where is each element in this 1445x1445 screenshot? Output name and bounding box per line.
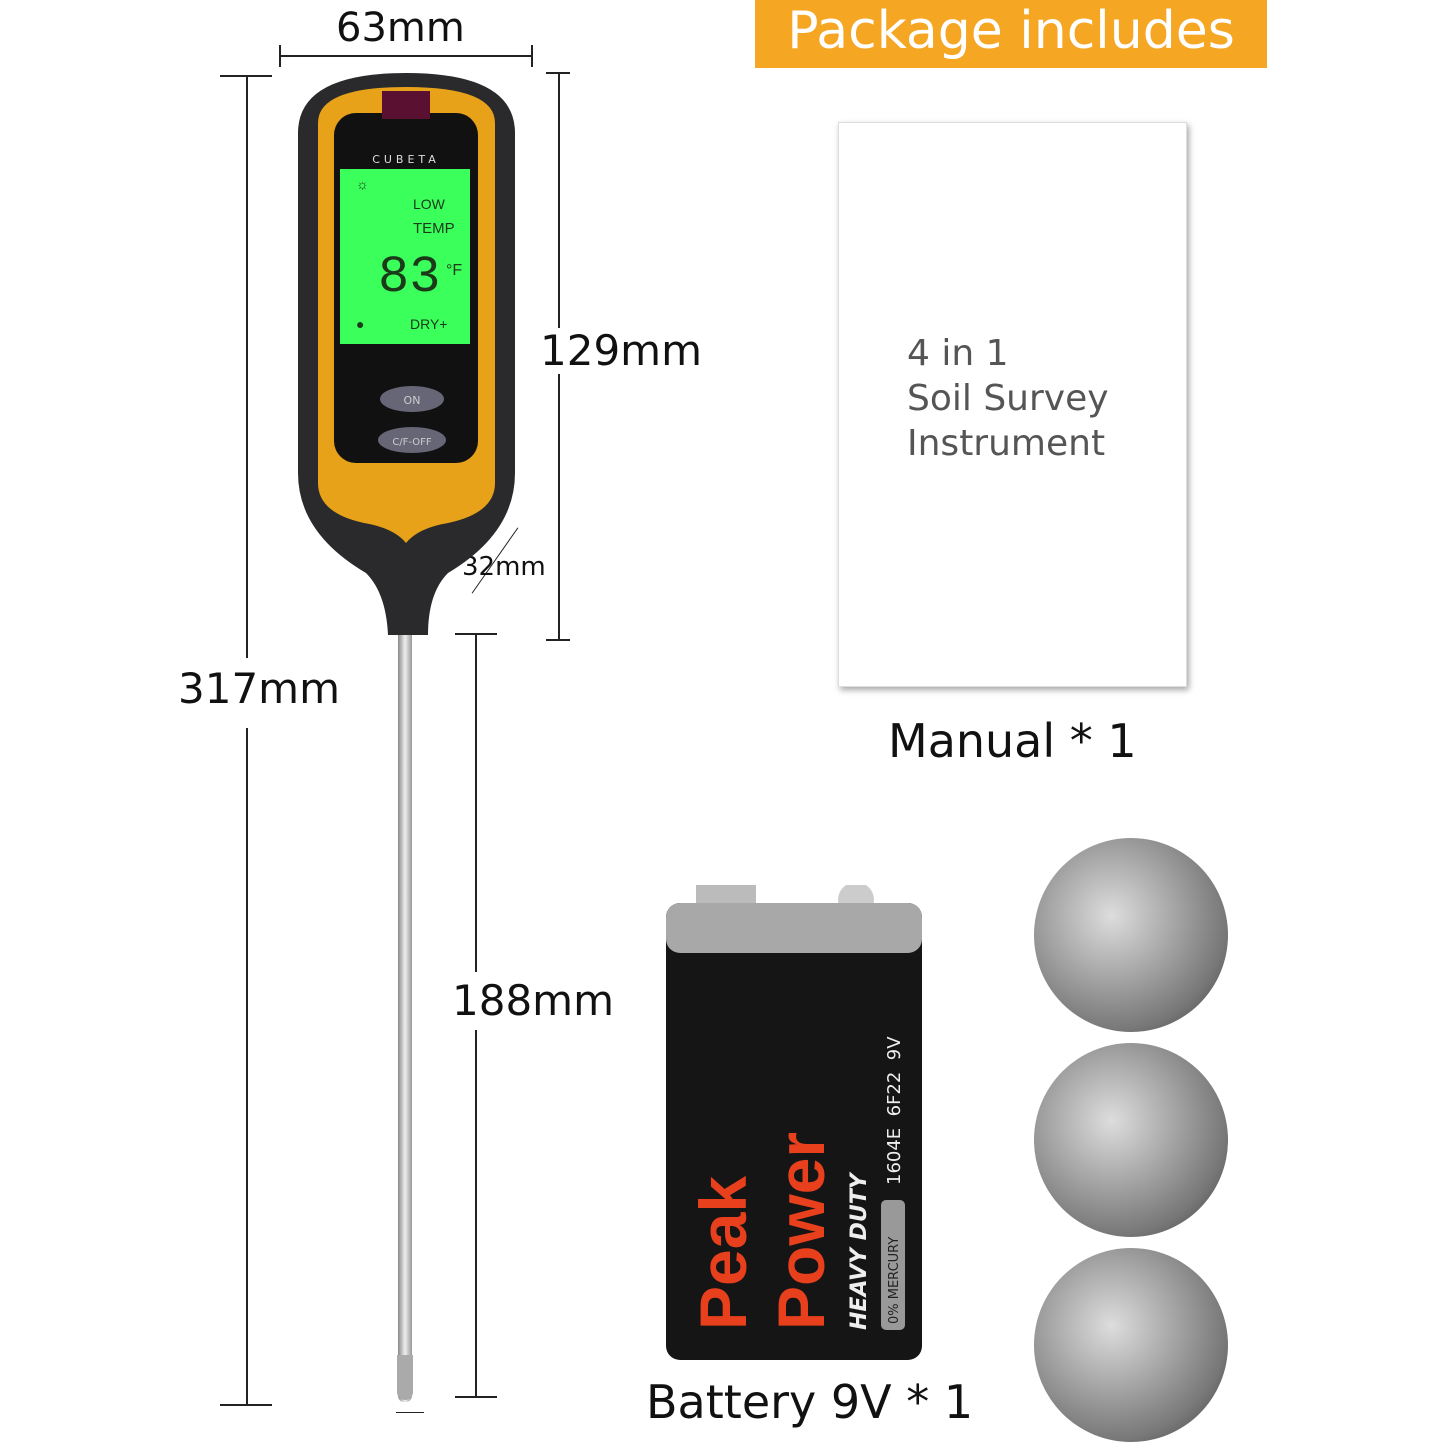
probe-rod <box>398 632 412 1402</box>
water-drop-icon: ● <box>356 316 364 332</box>
manual-caption: Manual * 1 <box>888 714 1137 768</box>
battery-caption: Battery 9V * 1 <box>646 1375 974 1429</box>
total-tick-bottom <box>220 1404 272 1406</box>
lcd-unit: °F <box>446 262 462 279</box>
on-button-label: ON <box>404 394 421 407</box>
manual-line: Instrument <box>907 423 1106 464</box>
lcd-temp-label: TEMP <box>413 220 455 237</box>
cf-off-button <box>378 427 446 453</box>
body-length-label: 129mm <box>540 326 702 375</box>
detail-circle-battery-connector <box>1034 1043 1228 1237</box>
lcd-reading: 83 <box>378 248 440 307</box>
width-tick-left <box>279 45 281 67</box>
width-tick-right <box>531 45 533 67</box>
brand-logo: CUBETA <box>372 153 440 166</box>
width-dimension-line <box>280 55 532 57</box>
probe-tip <box>397 1355 413 1400</box>
probe-tip-tick <box>396 1412 424 1413</box>
total-length-label: 317mm <box>178 658 340 728</box>
on-button <box>380 386 444 412</box>
total-length-line <box>246 75 248 1405</box>
manual-line: 4 in 1 <box>907 333 1009 374</box>
probe-tick-top <box>455 633 497 635</box>
body-tick-bottom <box>546 639 570 641</box>
battery-brand-peak: Peak <box>686 1176 760 1330</box>
manual-booklet: 4 in 1 Soil Survey Instrument <box>838 122 1187 687</box>
total-tick-top <box>220 75 272 77</box>
body-tick-top <box>546 72 570 74</box>
sun-icon: ☼ <box>356 176 369 192</box>
probe-length-label: 188mm <box>452 972 614 1030</box>
battery-brand-power: Power <box>764 1132 838 1330</box>
package-includes-banner: Package includes <box>755 0 1267 68</box>
detail-circle-battery-terminals <box>1034 1248 1228 1442</box>
neck-width-label: 32mm <box>462 552 546 582</box>
detail-circle-battery-installed <box>1034 838 1228 1032</box>
probe-tick-bottom <box>455 1396 497 1398</box>
soil-meter: CUBETA ☼ LOW TEMP 83 °F ● DRY+ ON C/F-OF… <box>298 73 515 635</box>
cf-off-button-label: C/F-OFF <box>392 437 432 448</box>
battery-grade: HEAVY DUTY <box>847 1171 872 1330</box>
manual-line: Soil Survey <box>907 378 1109 419</box>
lcd-dry-label: DRY+ <box>410 316 447 332</box>
lcd-low-label: LOW <box>413 196 446 212</box>
width-label: 63mm <box>336 5 465 51</box>
battery-mercury: 0% MERCURY <box>887 1237 902 1324</box>
battery-9v: Peak Power HEAVY DUTY 0% MERCURY 1604E 6… <box>666 885 922 1360</box>
battery-code: 1604E 6F22 9V <box>884 1036 905 1185</box>
